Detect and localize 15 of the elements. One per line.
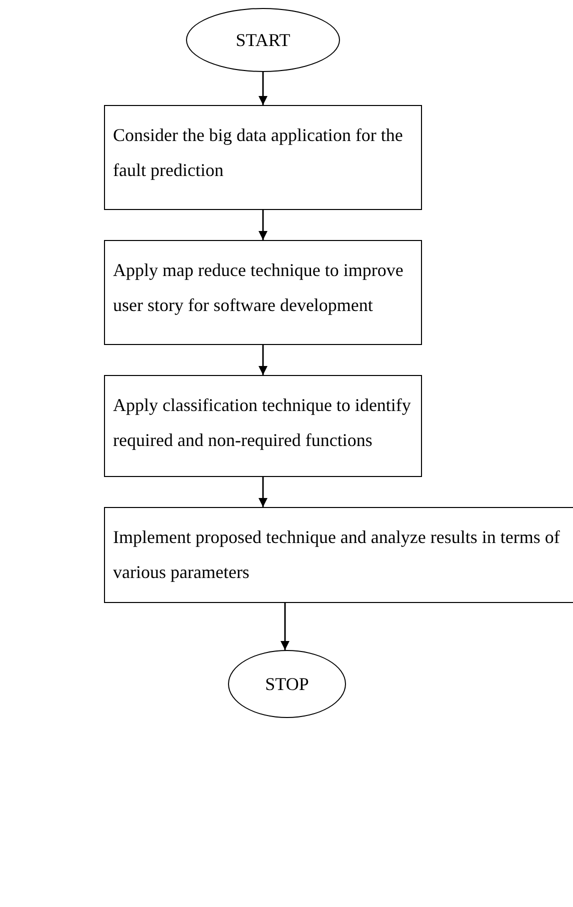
process-box [104, 105, 422, 210]
arrow [258, 477, 268, 507]
arrow [258, 210, 268, 240]
node-text: Apply classification technique to identify required and non-required functions [113, 394, 412, 452]
process-box [104, 240, 422, 345]
process-box [104, 507, 573, 603]
arrow [258, 72, 268, 105]
node-text: Consider the big data application for the fault prediction [113, 124, 404, 182]
node-text: Implement proposed technique and analyze results in terms of various parameters [113, 526, 561, 584]
arrow [258, 345, 268, 375]
node-text: START [236, 28, 290, 52]
node-text: STOP [265, 672, 309, 696]
arrow [280, 603, 290, 650]
process-box [104, 375, 422, 477]
node-text: Apply map reduce technique to improve user story for software development [113, 259, 404, 317]
